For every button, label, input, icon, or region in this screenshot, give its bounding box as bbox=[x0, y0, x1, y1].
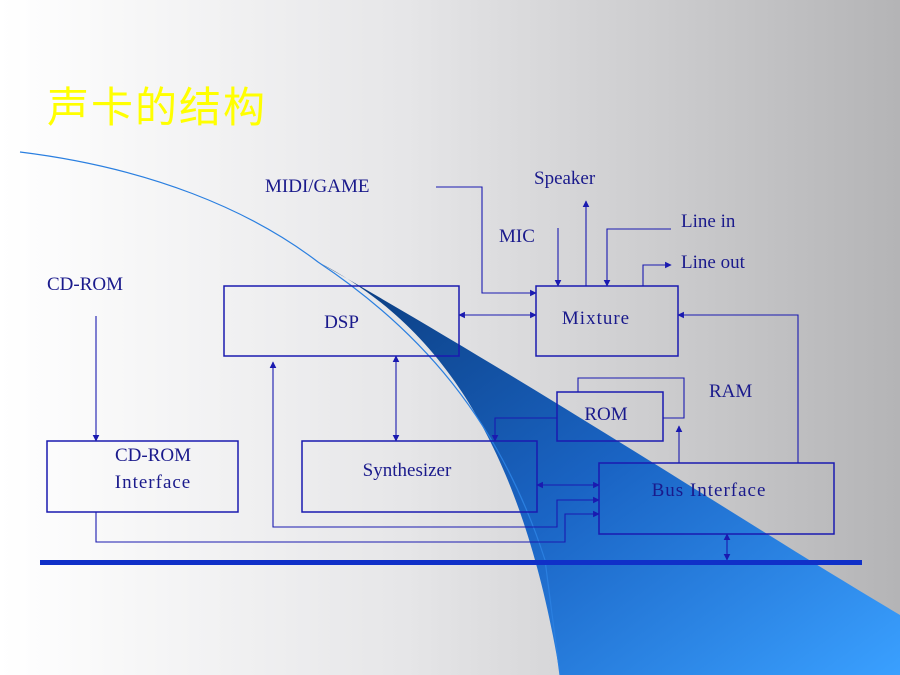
synthesizer-label: Synthesizer bbox=[362, 460, 452, 481]
linein-to-mixture-arrow bbox=[603, 228, 671, 287]
mixture-label: Mixture bbox=[561, 308, 631, 329]
speaker-label: Speaker bbox=[534, 168, 596, 189]
line-in-label: Line in bbox=[681, 211, 736, 232]
mixture-to-lineout-arrow bbox=[642, 261, 672, 286]
ram-label: RAM bbox=[709, 381, 753, 402]
system-bus-bar bbox=[40, 560, 862, 565]
bus-to-mixture-arrow bbox=[677, 311, 799, 463]
midi-game-label: MIDI/GAME bbox=[265, 176, 370, 197]
dsp-label: DSP bbox=[324, 312, 359, 333]
bus-interface-label: Bus Interface bbox=[651, 480, 767, 501]
cdrom-bus-arrow bbox=[95, 510, 600, 543]
cd-rom-label: CD-ROM bbox=[47, 274, 124, 295]
cdrom-interface-box bbox=[46, 440, 239, 513]
midi-to-mixture-arrow bbox=[436, 186, 537, 297]
slide-title: 声卡的结构 bbox=[47, 83, 268, 132]
cdrom-interface-label-2: Interface bbox=[114, 472, 192, 493]
dsp-box bbox=[223, 285, 460, 357]
rom-label: ROM bbox=[584, 404, 628, 425]
mic-label: MIC bbox=[499, 226, 535, 247]
cdrom-interface-label-1: CD-ROM bbox=[114, 445, 191, 466]
connectors bbox=[92, 186, 799, 561]
dsp-bus-arrow bbox=[269, 361, 600, 528]
line-out-label: Line out bbox=[681, 252, 745, 273]
